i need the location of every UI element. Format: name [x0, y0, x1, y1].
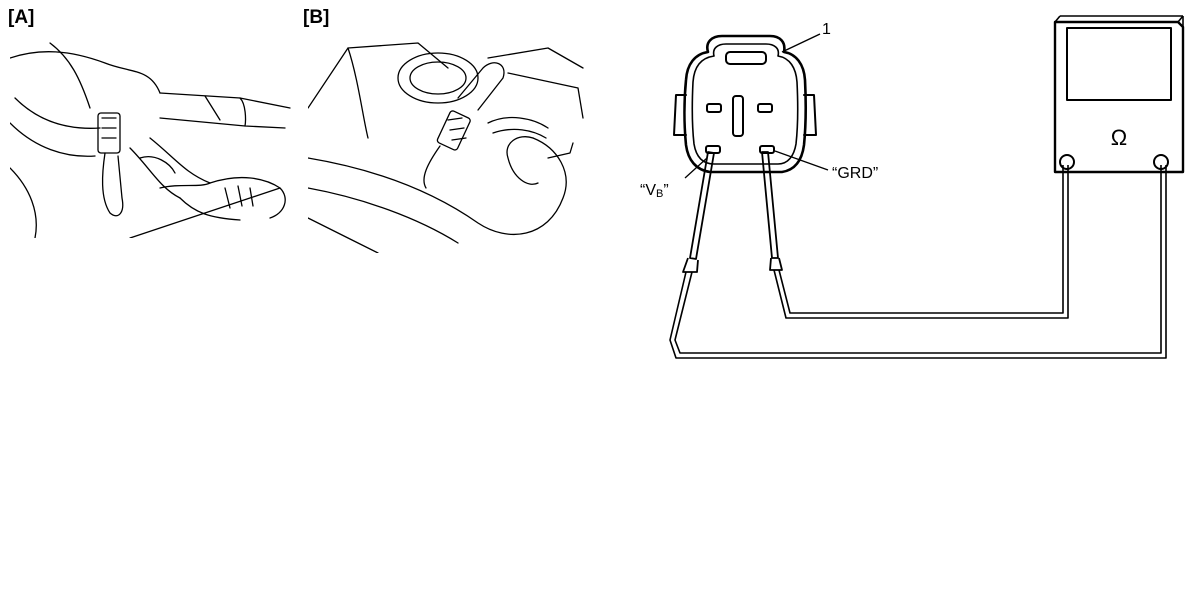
ohmmeter-terminal	[1059, 154, 1075, 170]
engine-outline	[507, 72, 584, 119]
sensor-connector-face	[673, 34, 817, 174]
hose-clamp	[159, 182, 211, 189]
grd-leader	[774, 150, 829, 171]
engine-outline	[347, 47, 369, 139]
ohmmeter-display	[1066, 27, 1172, 101]
reservoir-cap	[397, 52, 479, 104]
tester-probe-grd	[761, 151, 783, 271]
grd-label: “GRD”	[832, 165, 878, 182]
vb-leader	[684, 157, 708, 179]
callout-number: 1	[822, 21, 831, 38]
bracket-outline	[239, 97, 247, 127]
hose-outline	[179, 197, 241, 221]
terminal-slot	[706, 103, 722, 113]
connector-side-latch	[803, 94, 817, 136]
panel-a-label: [A]	[8, 7, 35, 28]
engine-outline	[14, 97, 101, 129]
hose-outline	[129, 147, 181, 199]
hose-clamp	[139, 156, 176, 174]
hose-outline	[209, 176, 286, 219]
terminal-grd	[759, 145, 775, 154]
hose-outline	[308, 187, 459, 244]
engine-outline	[308, 217, 379, 253]
tester-probe-vb	[682, 151, 715, 273]
hose-clamp	[492, 128, 547, 139]
reservoir-cap-inner	[409, 61, 467, 95]
hose-outline	[308, 137, 567, 236]
callout-leader	[781, 33, 821, 53]
ohm-symbol: Ω	[1111, 125, 1127, 150]
panel-b-label: [B]	[303, 7, 330, 28]
ohmmeter	[1053, 15, 1185, 174]
panel-a-engine-illustration	[10, 42, 291, 238]
engine-outline	[10, 51, 161, 94]
bracket-outline	[159, 92, 291, 109]
connector-side-latch	[673, 94, 687, 136]
engine-outline	[10, 122, 96, 157]
vb-label: “VB”	[640, 182, 669, 200]
ohmmeter-terminal	[1153, 154, 1169, 170]
sensor-connector	[436, 110, 471, 151]
panel-b-engine-illustration	[308, 42, 584, 253]
test-lead-vb	[669, 165, 1167, 359]
sensor-harness	[423, 145, 441, 189]
hose-clamp	[487, 116, 549, 129]
bracket-outline	[204, 95, 221, 121]
sensor-connector	[97, 112, 121, 154]
engine-outline	[10, 167, 37, 238]
bracket-outline	[159, 117, 286, 129]
pipe-outline	[457, 62, 505, 111]
sensor-harness	[101, 152, 124, 217]
test-lead-grd	[773, 165, 1069, 319]
engine-outline	[129, 187, 281, 238]
connector-detail	[447, 117, 467, 141]
bracket-outline	[547, 142, 574, 159]
connector-key	[732, 95, 744, 137]
engine-outline	[308, 42, 449, 109]
connector-detail	[101, 117, 117, 139]
resistance-check-diagram: 1 Ω “VB” “GRD”	[640, 15, 1185, 359]
engine-outline	[487, 47, 584, 69]
terminal-slot	[757, 103, 773, 113]
hose-outline	[149, 137, 211, 184]
engine-outline	[49, 42, 91, 109]
hose-outline	[506, 136, 539, 185]
